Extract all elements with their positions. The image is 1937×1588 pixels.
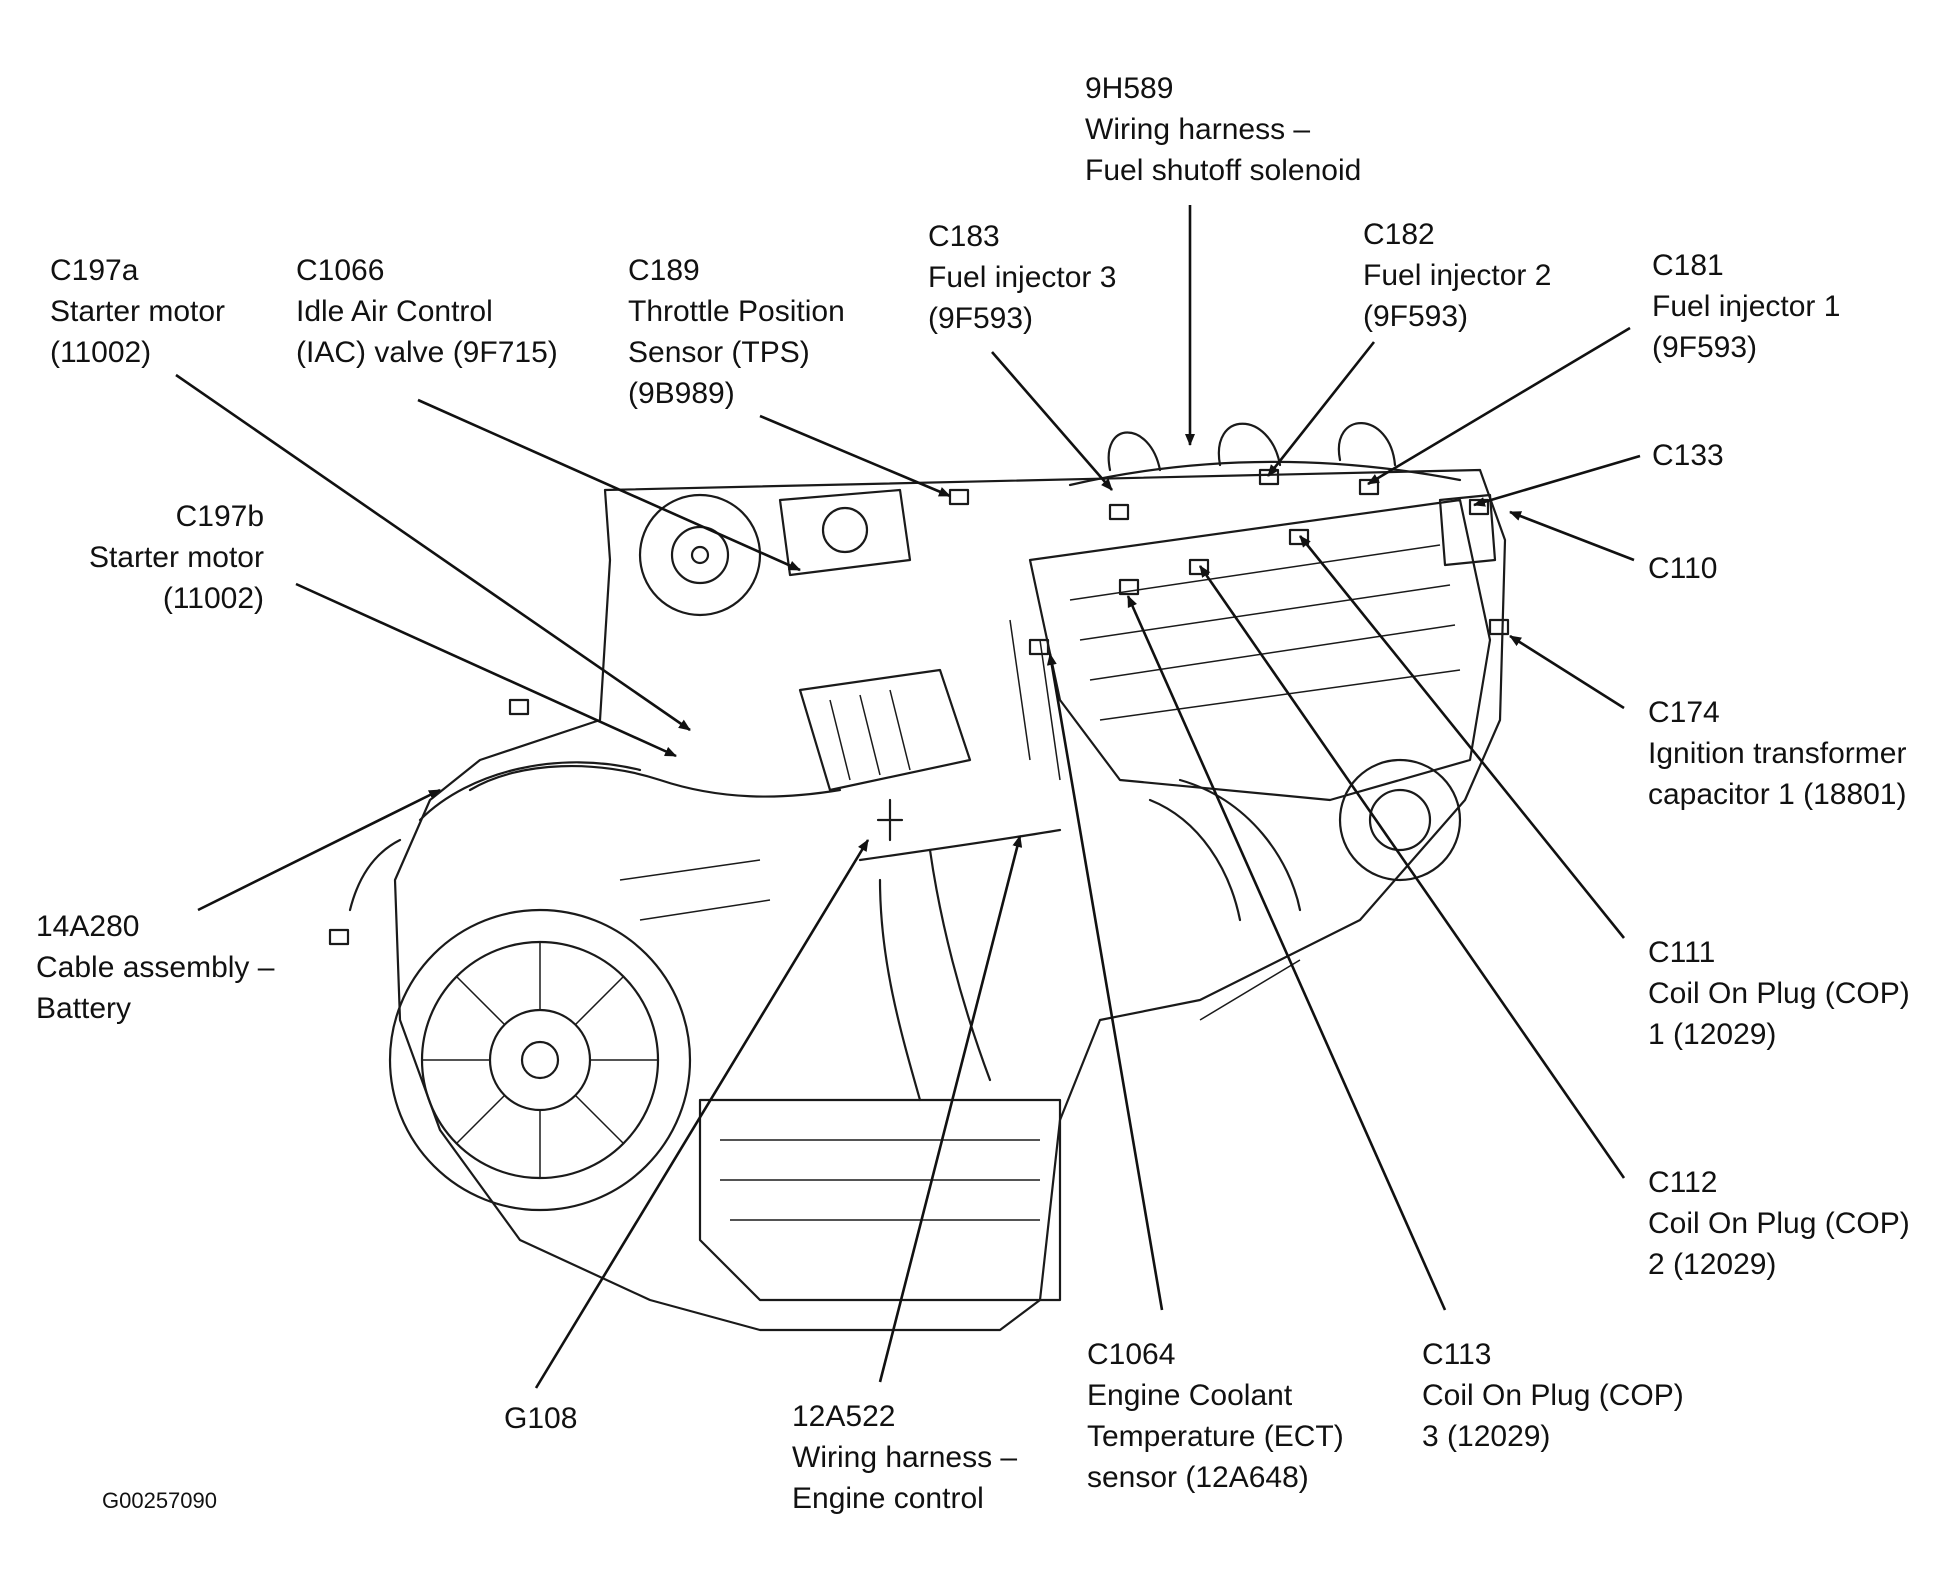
callout-c110: C110 <box>1648 548 1718 589</box>
callout-c197b: C197b Starter motor (11002) <box>80 496 264 619</box>
callout-description: (9F593) <box>1363 300 1469 333</box>
callout-description: Fuel injector 2 <box>1363 259 1552 292</box>
leader-lines <box>175 205 1641 1389</box>
callout-description: Wiring harness – <box>1085 113 1311 146</box>
callout-c182: C182 Fuel injector 2 (9F593) <box>1363 214 1551 337</box>
leader-c181 <box>1367 326 1631 486</box>
callout-12a522: 12A522 Wiring harness – Engine control <box>792 1396 1017 1519</box>
callout-part-number: C133 <box>1652 439 1724 472</box>
leader-c197a <box>175 373 691 732</box>
callout-part-number: C197a <box>50 254 139 287</box>
callout-c133: C133 <box>1652 435 1724 476</box>
callout-9h589: 9H589 Wiring harness – Fuel shutoff sole… <box>1085 68 1361 191</box>
callout-part-number: C112 <box>1648 1166 1718 1199</box>
callout-description: (9B989) <box>628 377 735 410</box>
callout-description: (11002) <box>50 336 152 369</box>
leader-g108 <box>534 839 870 1389</box>
callout-description: Sensor (TPS) <box>628 336 810 369</box>
callout-description: Starter motor <box>50 295 226 328</box>
callout-description: Fuel injector 3 <box>928 261 1117 294</box>
callout-description: (9F593) <box>1652 331 1758 364</box>
callout-part-number: 12A522 <box>792 1400 896 1433</box>
callout-part-number: C197b <box>175 500 264 533</box>
callout-c111: C111 Coil On Plug (COP) 1 (12029) <box>1648 932 1910 1055</box>
engine-illustration <box>328 422 1510 1332</box>
callout-c1066: C1066 Idle Air Control (IAC) valve (9F71… <box>296 250 558 373</box>
callout-description: Throttle Position <box>628 295 845 328</box>
callout-14a280: 14A280 Cable assembly – Battery <box>36 906 274 1029</box>
callout-description: sensor (12A648) <box>1087 1461 1309 1494</box>
callout-description: Starter motor <box>88 541 264 574</box>
callout-part-number: G108 <box>504 1402 578 1435</box>
leader-c110 <box>1509 510 1635 562</box>
callout-description: (IAC) valve (9F715) <box>296 336 558 369</box>
callout-part-number: C111 <box>1648 936 1716 969</box>
callout-part-number: C1064 <box>1087 1338 1176 1371</box>
callout-description: (11002) <box>162 582 264 615</box>
callout-description: capacitor 1 (18801) <box>1648 778 1907 811</box>
leader-c197b <box>295 582 677 758</box>
leader-c1066 <box>417 398 801 572</box>
callout-part-number: 14A280 <box>36 910 140 943</box>
callout-part-number: C181 <box>1652 249 1724 282</box>
callout-description: Coil On Plug (COP) <box>1422 1379 1684 1412</box>
callout-part-number: C113 <box>1422 1338 1492 1371</box>
callout-c183: C183 Fuel injector 3 (9F593) <box>928 216 1116 339</box>
callout-g108: G108 <box>504 1398 577 1439</box>
callout-description: (9F593) <box>928 302 1034 335</box>
callout-description: Battery <box>36 992 132 1025</box>
callout-description: 1 (12029) <box>1648 1018 1777 1051</box>
callout-part-number: 9H589 <box>1085 72 1174 105</box>
figure-id: G00257090 <box>102 1488 217 1513</box>
callout-description: Engine control <box>792 1482 984 1515</box>
callout-part-number: C174 <box>1648 696 1720 729</box>
callout-c181: C181 Fuel injector 1 (9F593) <box>1652 245 1840 368</box>
leader-14a280 <box>197 788 441 912</box>
callout-part-number: C183 <box>928 220 1000 253</box>
callout-c174: C174 Ignition transformer capacitor 1 (1… <box>1648 692 1907 815</box>
leader-c113 <box>1126 595 1447 1311</box>
callout-description: Coil On Plug (COP) <box>1648 977 1910 1010</box>
callout-c113: C113 Coil On Plug (COP) 3 (12029) <box>1422 1334 1684 1457</box>
leader-c182 <box>1266 341 1376 477</box>
leader-c111 <box>1298 535 1626 939</box>
callout-description: Fuel injector 1 <box>1652 290 1841 323</box>
callout-part-number: C110 <box>1648 552 1718 585</box>
callout-description: Coil On Plug (COP) <box>1648 1207 1910 1240</box>
callout-description: 2 (12029) <box>1648 1248 1777 1281</box>
callout-c189: C189 Throttle Position Sensor (TPS) (9B9… <box>628 250 845 414</box>
leader-c183 <box>991 351 1113 491</box>
leader-c133 <box>1473 454 1641 507</box>
callout-description: 3 (12029) <box>1422 1420 1551 1453</box>
leader-12a522 <box>878 835 1023 1383</box>
leader-c112 <box>1198 565 1626 1179</box>
leader-c189 <box>759 414 951 498</box>
callout-c1064: C1064 Engine Coolant Temperature (ECT) s… <box>1087 1334 1344 1498</box>
leader-c174 <box>1509 634 1625 710</box>
callout-c112: C112 Coil On Plug (COP) 2 (12029) <box>1648 1162 1910 1285</box>
callout-description: Fuel shutoff solenoid <box>1085 154 1362 187</box>
callout-part-number: C1066 <box>296 254 385 287</box>
callout-description: Cable assembly – <box>36 951 275 984</box>
callout-description: Ignition transformer <box>1648 737 1907 770</box>
callout-description: Wiring harness – <box>792 1441 1018 1474</box>
callout-part-number: C182 <box>1363 218 1435 251</box>
callout-c197a: C197a Starter motor (11002) <box>50 250 225 373</box>
callout-description: Temperature (ECT) <box>1087 1420 1344 1453</box>
callout-part-number: C189 <box>628 254 700 287</box>
callout-description: Engine Coolant <box>1087 1379 1293 1412</box>
callout-description: Idle Air Control <box>296 295 493 328</box>
leader-c1064 <box>1046 653 1164 1311</box>
